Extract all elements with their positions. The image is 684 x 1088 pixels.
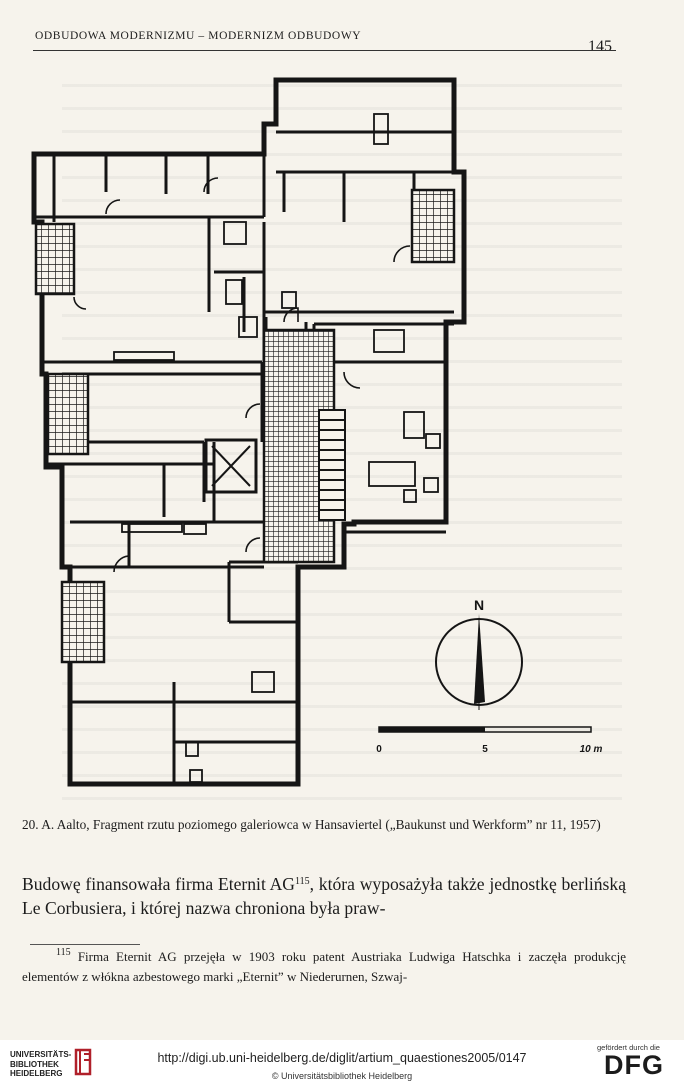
copyright-notice: © Universitätsbibliothek Heidelberg: [271, 1071, 413, 1081]
scanned-page: ODBUDOWA MODERNIZMU – MODERNIZM ODBUDOWY…: [14, 30, 626, 987]
balcony-tiles-upper-left: [34, 222, 76, 296]
fixtures: [113, 113, 441, 783]
dfg-logo[interactable]: DFG: [604, 1050, 664, 1080]
balcony-tiles-lower-left: [60, 580, 106, 664]
floor-plan-figure: N 0 5 10 m: [14, 62, 624, 810]
library-logo-line-3: HEIDELBERG: [10, 1069, 63, 1078]
body-text-part-2: , która wyposażyła także jednostkę berli…: [22, 874, 626, 918]
dfg-funding-note: gefördert durch die: [597, 1043, 660, 1052]
door-swings: [73, 177, 411, 573]
body-paragraph: Budowę finansowała firma Eternit AG115, …: [22, 872, 626, 920]
footnote-number: 115: [56, 947, 71, 958]
footnote-rule: [30, 944, 140, 945]
scale-label-5: 5: [482, 744, 488, 755]
stair-core: [204, 409, 346, 521]
library-logo-line-1: UNIVERSITÄTS-: [10, 1050, 72, 1059]
page-number: 145: [588, 38, 612, 55]
running-head: ODBUDOWA MODERNIZMU – MODERNIZM ODBUDOWY: [35, 30, 362, 42]
library-logo-line-2: BIBLIOTHEK: [10, 1059, 59, 1069]
library-emblem-icon: [74, 1048, 92, 1076]
figure-caption: 20. A. Aalto, Fragment rzutu poziomego g…: [22, 817, 601, 832]
footnote-text: Firma Eternit AG przejęła w 1903 roku pa…: [22, 949, 626, 984]
footnote-reference[interactable]: 115: [295, 876, 310, 887]
scale-label-0: 0: [376, 744, 382, 755]
balcony-tiles-middle-left: [46, 372, 90, 456]
viewer-footer: [0, 1040, 684, 1088]
body-text-part-1: Budowę finansowała firma Eternit AG: [22, 874, 296, 894]
interior-walls: [34, 124, 454, 784]
compass-north-label: N: [474, 597, 484, 613]
scale-label-10m: 10 m: [580, 744, 603, 755]
building-outline: [31, 77, 467, 787]
compass-rose: N: [435, 597, 523, 710]
library-logo[interactable]: UNIVERSITÄTS- BIBLIOTHEK HEIDELBERG: [10, 1050, 108, 1079]
scale-bar: 0 5 10 m: [376, 726, 603, 755]
footnote: 115 Firma Eternit AG przejęła w 1903 rok…: [22, 947, 626, 987]
permalink-url[interactable]: http://digi.ub.uni-heidelberg.de/diglit/…: [157, 1051, 527, 1065]
header-rule: [33, 50, 616, 51]
balcony-tiles-upper-right: [410, 188, 456, 264]
